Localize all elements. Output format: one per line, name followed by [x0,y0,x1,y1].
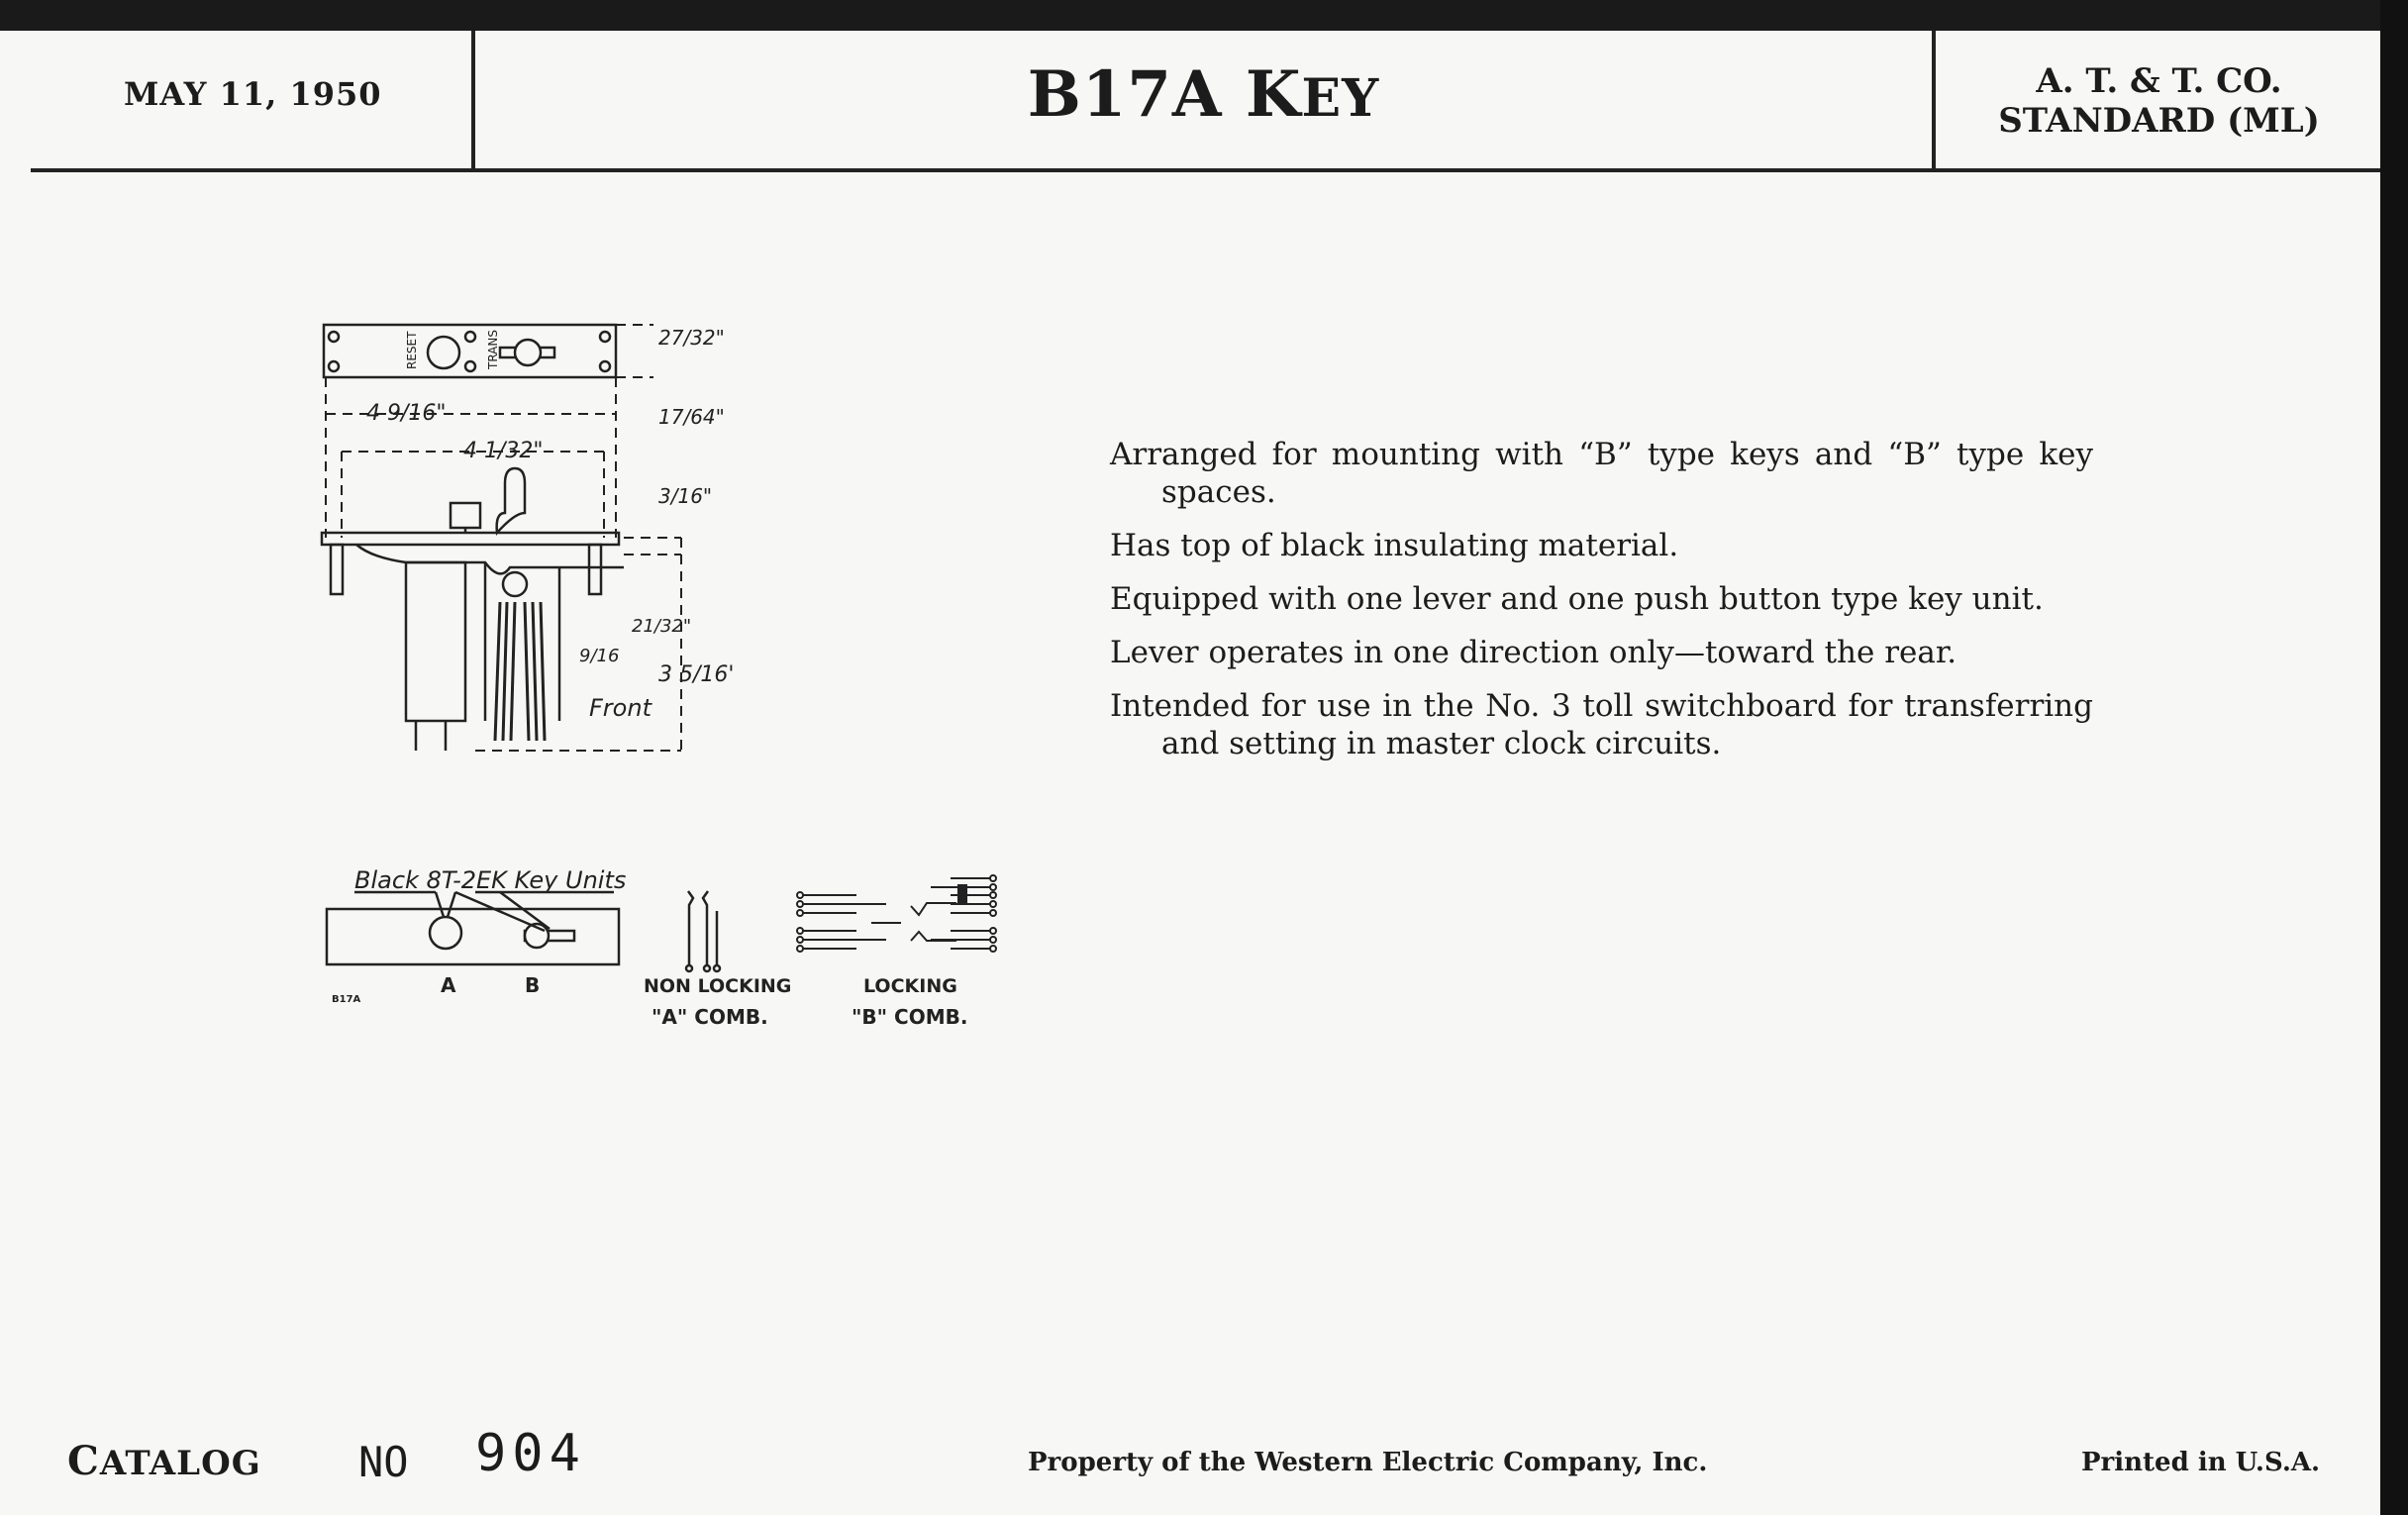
description-item: Intended for use in the No. 3 toll switc… [1110,688,2093,761]
standard-line-2: STANDARD (ML) [1998,101,2320,141]
catalog-rest: ATALOG [99,1444,261,1483]
locking-label: LOCKING [863,975,957,997]
catalog-card [0,31,2380,1515]
description-item: Lever operates in one direction only—tow… [1110,635,1957,670]
nonlocking-label: NON LOCKING [644,975,791,997]
title-prefix: B17A K [1027,57,1302,132]
dim-3-16: 3/16" [658,484,712,508]
key-schematic: Black 8T-2EK Key Units A B B17A NON LOCK… [325,866,997,1029]
dim-17-64: 17/64" [658,405,725,429]
dim-9-16: 9/16 [579,646,619,666]
standard-line-1: A. T. & T. CO. [2036,61,2282,101]
mounting-plate [320,531,621,547]
key-drawing: RESET TRANS 27/32" 4 9/16" 4 1/32" 17/64… [320,323,733,752]
description-item: Equipped with one lever and one push but… [1110,581,2044,617]
dim-depth: 3 5/16" [658,662,733,687]
header-divider [471,31,475,172]
label-b: B [525,973,540,997]
b-comb-label: "B" COMB. [852,1005,967,1029]
description: Arranged for mounting with “B” type keys… [1110,436,2093,778]
lever-icon [513,338,543,367]
dim-21-32: 21/32" [632,616,691,637]
dim-width-outer: 4 9/16" [366,401,447,426]
dim-width-inner: 4 1/32" [463,439,544,463]
label-reset: RESET [405,331,419,369]
reset-button-icon [426,335,461,370]
schematic-code: B17A [332,994,361,1005]
label-trans: TRANS [486,330,500,370]
label-a: A [441,973,456,997]
catalog-number: 904 [475,1424,586,1483]
key-units-caption: Black 8T-2EK Key Units [354,866,626,894]
lever-handle-icon [495,466,527,536]
catalog-prefix: C [67,1438,100,1484]
standard-label: A. T. & T. CO. STANDARD (ML) [1938,61,2380,141]
description-item: Arranged for mounting with “B” type keys… [1110,437,2093,510]
property-notice: Property of the Western Electric Company… [1028,1448,1708,1477]
catalog-label: CATALOG [67,1438,261,1484]
date: MAY 11, 1950 [124,75,382,113]
label-front: Front [589,694,653,722]
header-rule [31,168,2380,172]
faceplate [322,323,618,379]
page-title: B17A KEY [473,57,1934,132]
scan-border [2380,0,2408,1515]
description-item: Has top of black insulating material. [1110,528,1679,563]
catalog-no-label: NO [358,1438,409,1486]
printed-notice: Printed in U.S.A. [2081,1448,2321,1477]
title-rest: EY [1301,68,1380,129]
a-comb-label: "A" COMB. [652,1005,768,1029]
dim-height: 27/32" [658,326,725,350]
header-divider [1932,31,1936,172]
